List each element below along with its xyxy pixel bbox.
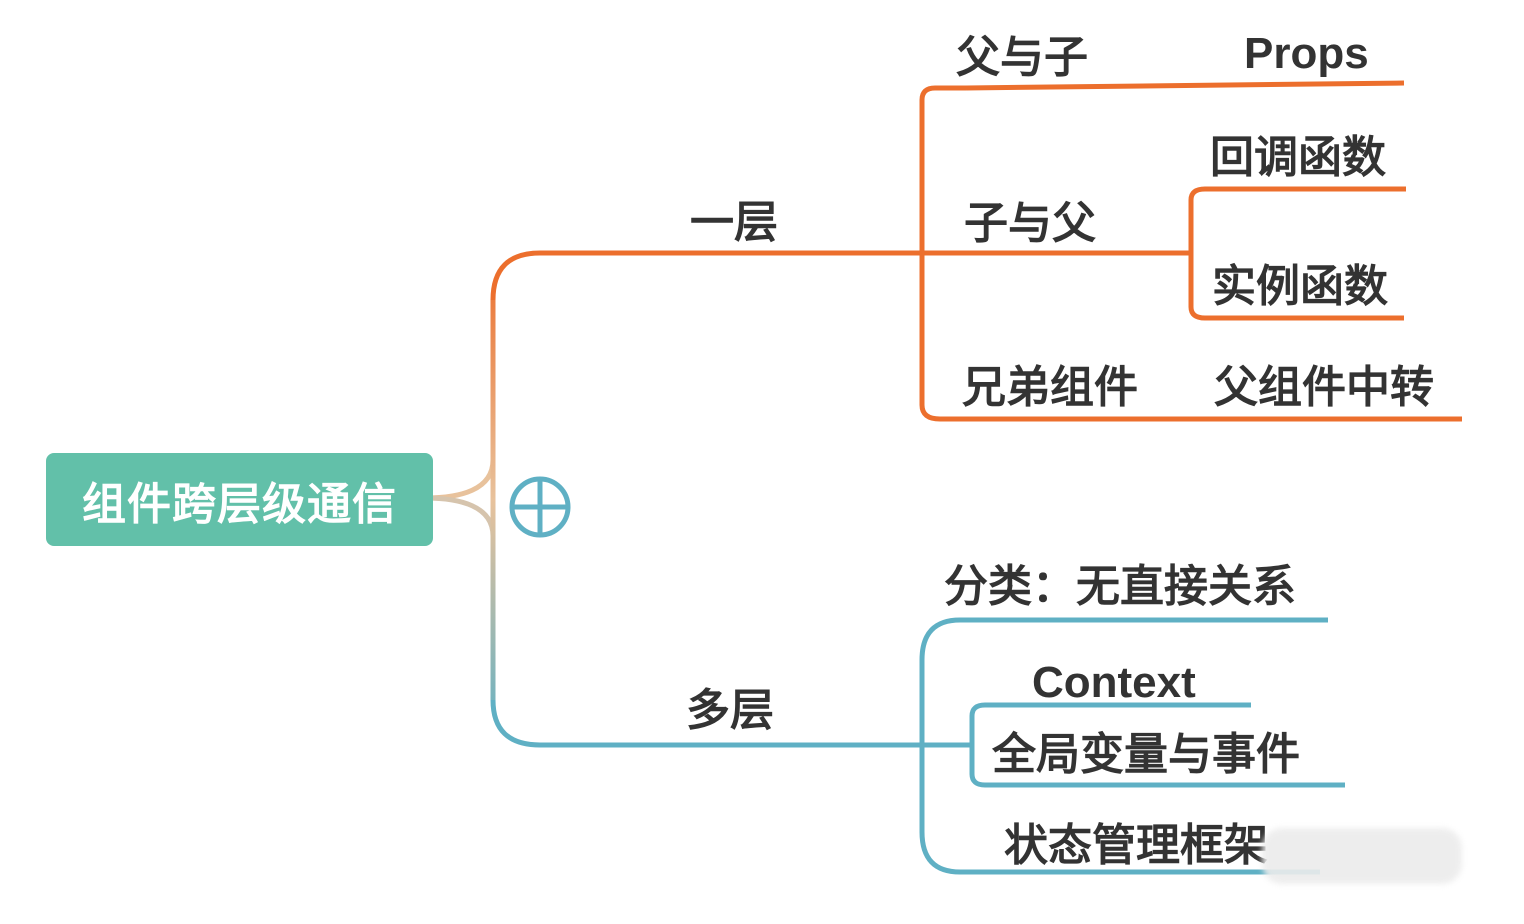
circle-plus-icon[interactable] [509, 476, 571, 538]
node-instance-function[interactable]: 实例函数 [1212, 261, 1388, 312]
line-parent-child [965, 80, 1405, 91]
node-props[interactable]: Props [1244, 29, 1369, 78]
branch-multi-line [490, 699, 900, 748]
node-context[interactable]: Context [1032, 658, 1196, 707]
branch-one-line [490, 250, 920, 301]
child-parent-bracket [1188, 186, 1206, 321]
root-connector [424, 459, 496, 501]
node-state-management[interactable]: 状态管理框架 [1004, 820, 1268, 871]
node-child-to-parent[interactable]: 子与父 [964, 198, 1096, 249]
branch-one-label[interactable]: 一层 [690, 197, 778, 248]
root-node[interactable]: 组件跨层级通信 [46, 453, 433, 546]
node-callback-function[interactable]: 回调函数 [1210, 132, 1386, 183]
node-parent-to-child[interactable]: 父与子 [956, 32, 1088, 83]
watermark [1262, 828, 1462, 884]
node-sibling-components[interactable]: 兄弟组件 [962, 362, 1138, 413]
branch-multi-label[interactable]: 多层 [686, 685, 774, 736]
branch-one-bracket [919, 85, 966, 422]
node-category[interactable]: 分类：无直接关系 [944, 561, 1296, 612]
node-parent-relay[interactable]: 父组件中转 [1214, 362, 1434, 413]
node-global-vars-events[interactable]: 全局变量与事件 [992, 729, 1300, 780]
multi-inner-bracket [969, 702, 986, 788]
root-connector-lower [424, 495, 496, 537]
